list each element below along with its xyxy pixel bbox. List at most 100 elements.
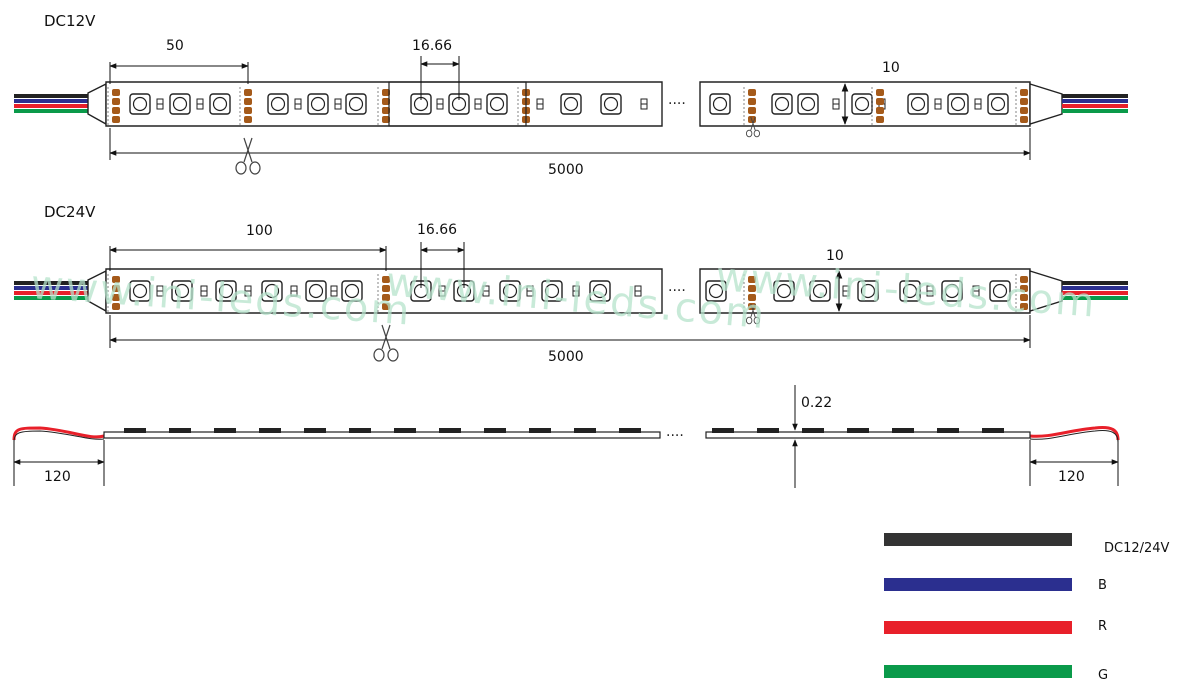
side-view-right-lead-dimension: 120 <box>1058 469 1085 485</box>
solder-pad <box>1015 87 1028 125</box>
solder-pad <box>377 87 390 125</box>
strip-24v-leds <box>129 280 1011 302</box>
resistor <box>156 285 164 297</box>
resistor <box>972 285 980 297</box>
side-view-right-lead <box>1029 426 1120 441</box>
side-led-block <box>937 428 959 433</box>
strip-24v-right-wires <box>1029 270 1128 312</box>
side-led-block <box>757 428 779 433</box>
side-led-block <box>574 428 596 433</box>
side-view: ···· 0.22 120 120 <box>12 385 1120 488</box>
strip-12v-cut-dimension: 50 <box>166 38 184 54</box>
watermark-text-3: www.ini-leds.com <box>714 254 1098 326</box>
led-chip <box>989 280 1011 302</box>
led-chip <box>261 280 283 302</box>
led-chip <box>499 280 521 302</box>
strip-24v-scissors-small-icon <box>745 303 761 325</box>
led-chip <box>486 93 508 115</box>
led-chip <box>541 280 563 302</box>
solder-pad <box>743 87 756 125</box>
solder-pad <box>1015 274 1028 312</box>
resistor <box>572 285 580 297</box>
strip-24v-scissors-icon <box>373 324 399 362</box>
side-led-block <box>847 428 869 433</box>
resistor <box>842 285 850 297</box>
legend-label-power: DC12/24V <box>1104 541 1170 556</box>
strip-24v-cut-dimension: 100 <box>246 223 273 239</box>
led-chip <box>600 93 622 115</box>
side-led-block <box>484 428 506 433</box>
wire-legend: DC12/24V B R G <box>884 533 1170 683</box>
strip-12v-length-dimension: 5000 <box>548 162 584 178</box>
strip-12v-scissors-icon <box>235 137 261 175</box>
resistor <box>832 98 840 110</box>
resistor <box>244 285 252 297</box>
resistor <box>156 98 164 110</box>
led-chip <box>307 93 329 115</box>
side-led-block <box>304 428 326 433</box>
legend-swatch-blue <box>884 578 1072 591</box>
strip-24v-width-dimension: 10 <box>826 248 844 264</box>
watermark: www.ini-leds.com www.ini-leds.com www.in… <box>29 254 1098 338</box>
led-chip <box>345 93 367 115</box>
strip-24v-ellipsis: ···· <box>668 283 686 299</box>
side-led-block <box>439 428 461 433</box>
led-chip <box>453 280 475 302</box>
led-chip <box>448 93 470 115</box>
solder-pad <box>871 87 884 125</box>
solder-pad <box>107 274 120 312</box>
led-chip <box>129 280 151 302</box>
led-chip <box>209 93 231 115</box>
side-led-block <box>529 428 551 433</box>
strip-12v-width-dimension: 10 <box>882 60 900 76</box>
led-chip <box>947 93 969 115</box>
led-chip <box>773 280 795 302</box>
strip-12v-ellipsis: ···· <box>668 96 686 112</box>
resistor <box>334 98 342 110</box>
resistor <box>200 285 208 297</box>
strip-24v-pitch-dimension: 16.66 <box>417 222 457 238</box>
side-view-leds <box>124 428 1004 433</box>
side-led-block <box>214 428 236 433</box>
strip-24v-left-wires <box>14 269 107 313</box>
led-chip <box>560 93 582 115</box>
solder-pad <box>377 274 390 312</box>
resistor <box>290 285 298 297</box>
led-chip <box>771 93 793 115</box>
legend-label-green: G <box>1098 668 1108 683</box>
side-led-block <box>982 428 1004 433</box>
legend-label-blue: B <box>1098 578 1107 593</box>
strip-12v: DC12V ···· 50 <box>14 12 1128 178</box>
strip-12v-pitch-dimension: 16.66 <box>412 38 452 54</box>
led-chip <box>809 280 831 302</box>
legend-swatch-red <box>884 621 1072 634</box>
side-led-block <box>349 428 371 433</box>
resistor <box>536 98 544 110</box>
legend-swatch-power <box>884 533 1072 546</box>
solder-pad <box>107 87 120 125</box>
strip-12v-right-wires <box>1029 83 1128 125</box>
led-chip <box>705 280 727 302</box>
led-chip <box>941 280 963 302</box>
strip-12v-scissors-small-icon <box>745 116 761 138</box>
led-chip <box>797 93 819 115</box>
strip-24v-title: DC24V <box>44 203 96 221</box>
strip-12v-segment-box <box>388 81 527 127</box>
side-view-left-lead <box>12 426 105 441</box>
led-chip <box>267 93 289 115</box>
led-chip <box>589 280 611 302</box>
led-chip <box>129 93 151 115</box>
side-led-block <box>169 428 191 433</box>
side-view-thickness-dimension: 0.22 <box>801 395 832 411</box>
strip-24v-solder-pads <box>107 274 1028 312</box>
led-chip <box>709 93 731 115</box>
resistor <box>974 98 982 110</box>
led-chip <box>171 280 193 302</box>
resistor <box>526 285 534 297</box>
side-led-block <box>124 428 146 433</box>
resistor <box>294 98 302 110</box>
resistor <box>926 285 934 297</box>
strip-12v-left-wires <box>14 82 107 126</box>
resistor <box>640 98 648 110</box>
